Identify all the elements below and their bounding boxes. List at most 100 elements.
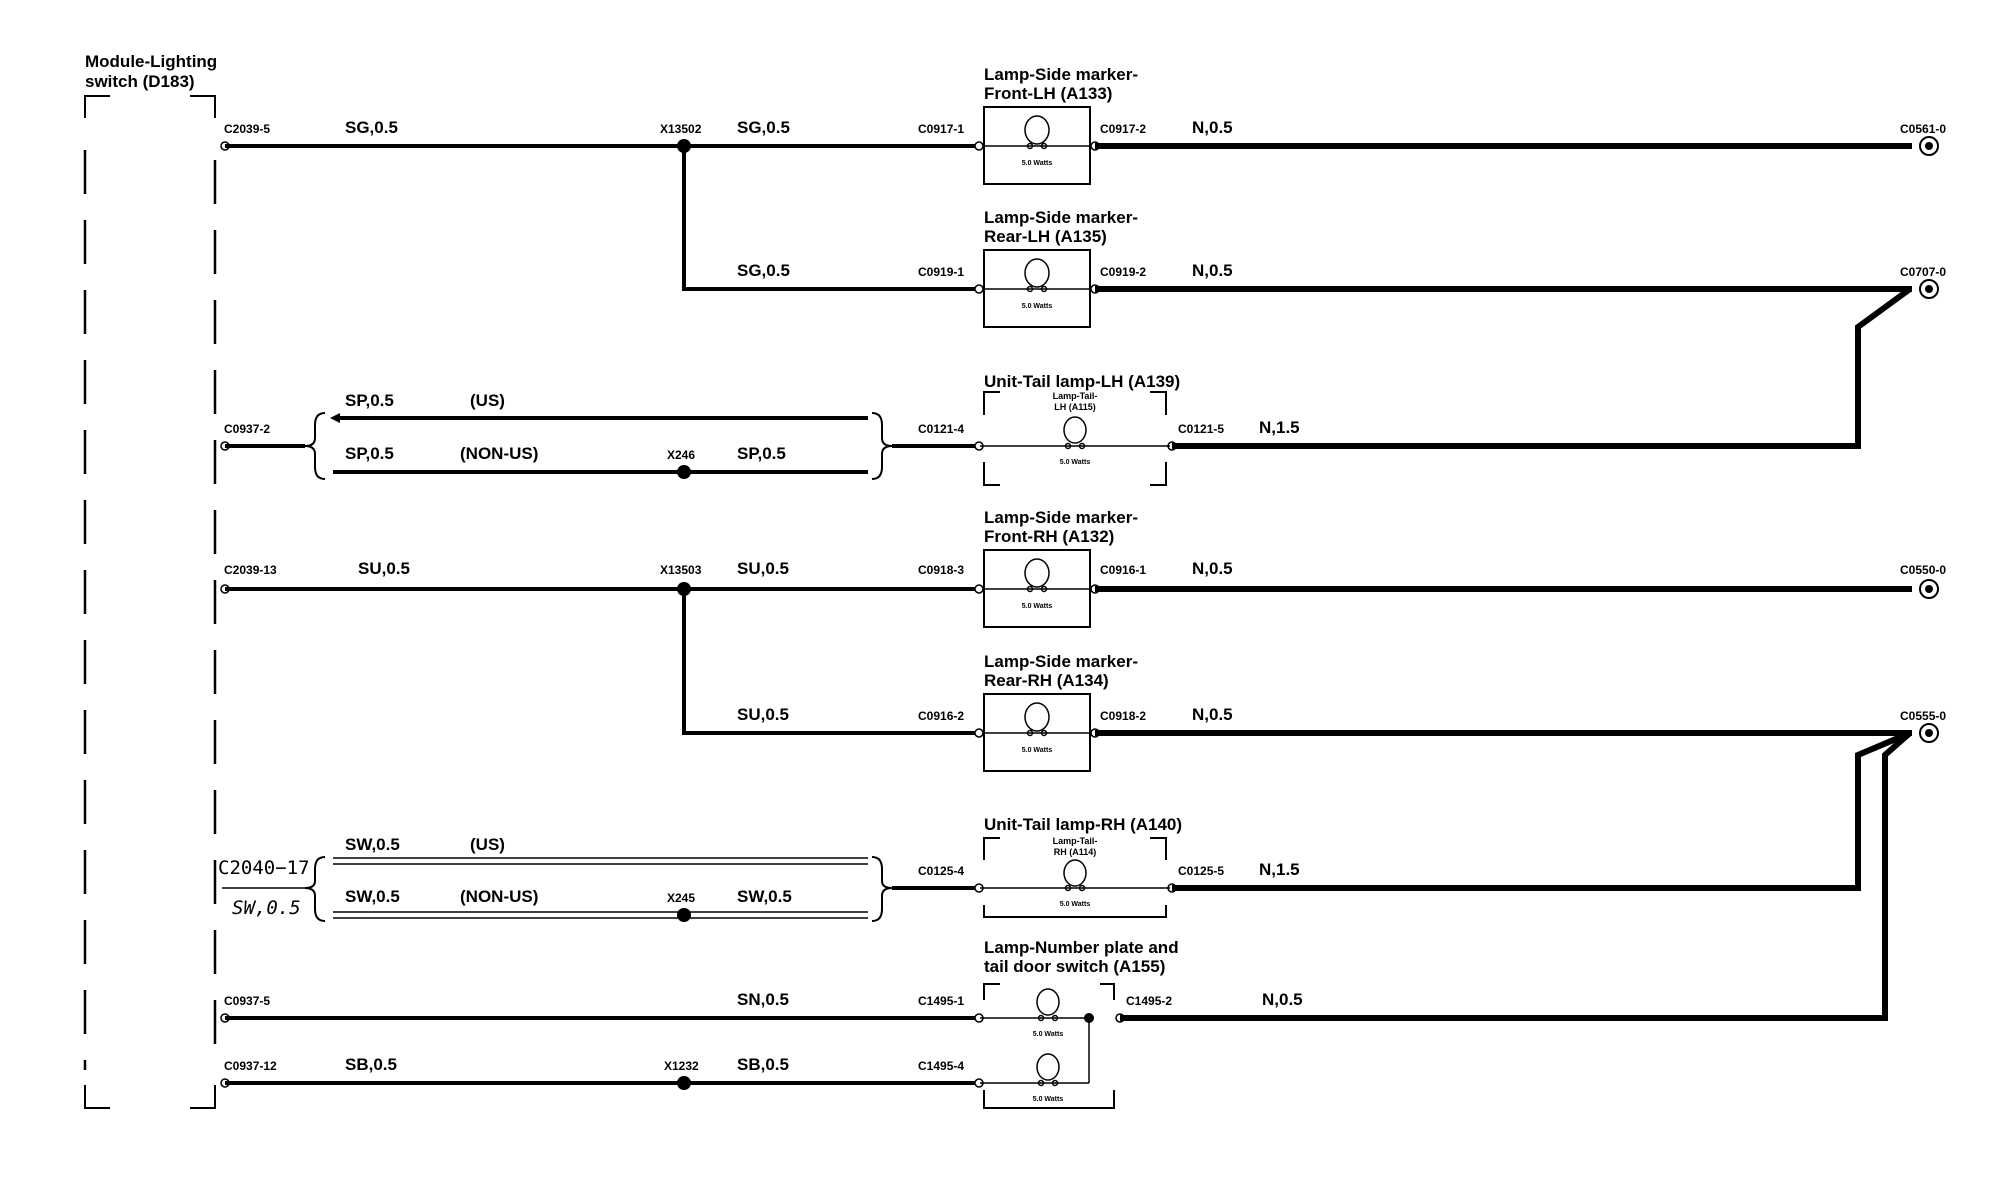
lamp-watts: 5.0 Watts: [1022, 303, 1053, 310]
module-title-line2: switch (D183): [85, 72, 195, 91]
ground-symbol-icon: [1919, 279, 1939, 299]
connector-label: C0555-0: [1900, 709, 1946, 723]
circuit-a132: C2039-13 SU,0.5 X13503 SU,0.5 C0918-3 La…: [224, 508, 1946, 628]
component-label-line1: Lamp-Side marker-: [984, 652, 1138, 671]
connector-label: C0121-5: [1178, 422, 1224, 436]
lamp-bulb-icon: [1036, 988, 1060, 1016]
ground-symbol-icon: [1919, 579, 1939, 599]
option-note: (NON-US): [460, 887, 538, 906]
lamp-bulb-icon: [1063, 859, 1087, 887]
ground-wire: [1120, 730, 1912, 1021]
lamp-watts: 5.0 Watts: [1022, 747, 1053, 754]
lamp-bulb-icon: [1036, 1053, 1060, 1081]
component-label-line1: Lamp-Side marker-: [984, 508, 1138, 527]
connector-label: C0918-2: [1100, 709, 1146, 723]
wire-label: SU,0.5: [358, 559, 410, 578]
wire-label: SG,0.5: [737, 261, 790, 280]
module-lighting-switch: Module-Lighting switch (D183): [83, 52, 217, 1109]
ground-symbol-icon: [1919, 723, 1939, 743]
wire-label: SP,0.5: [345, 391, 394, 410]
circuit-a134: SU,0.5 C0916-2 Lamp-Side marker- Rear-RH…: [682, 589, 1946, 772]
wire-label: SG,0.5: [345, 118, 398, 137]
ground-wire: [1172, 286, 1912, 449]
wire-label: SW,0.5: [345, 887, 400, 906]
ground-wire: [1172, 730, 1912, 891]
wire-label: N,0.5: [1262, 990, 1303, 1009]
wire-label: N,1.5: [1259, 418, 1300, 437]
splice-dot: [677, 1076, 691, 1090]
option-brace: [304, 856, 326, 922]
inner-lamp-label-line2: RH (A114): [1054, 847, 1097, 857]
wire-label: N,0.5: [1192, 705, 1233, 724]
circuit-a155: Lamp-Number plate and tail door switch (…: [224, 730, 1912, 1109]
component-label-line2: Rear-RH (A134): [984, 671, 1109, 690]
lamp-bulb-icon: [1024, 558, 1050, 588]
wire-label: SN,0.5: [737, 990, 789, 1009]
connector-label: C2039-5: [224, 122, 270, 136]
option-brace: [871, 412, 893, 480]
connector-label: C1495-2: [1126, 994, 1172, 1008]
splice-label: X13502: [660, 122, 702, 136]
connector-label: C0918-3: [918, 563, 964, 577]
connector-label: C1495-4: [918, 1059, 964, 1073]
connector-label: C0561-0: [1900, 122, 1946, 136]
wire-label: SG,0.5: [737, 118, 790, 137]
component-label-line1: Unit-Tail lamp-RH (A140): [984, 815, 1182, 834]
component-label-line1: Unit-Tail lamp-LH (A139): [984, 372, 1180, 391]
wire-label: N,0.5: [1192, 261, 1233, 280]
lamp-watts: 5.0 Watts: [1033, 1031, 1064, 1038]
connector-label: C0125-5: [1178, 864, 1224, 878]
splice-label: X13503: [660, 563, 702, 577]
wire-label: N,0.5: [1192, 118, 1233, 137]
connector-label: C0121-4: [918, 422, 964, 436]
connector-label: C0916-2: [918, 709, 964, 723]
splice-label: X245: [667, 891, 695, 905]
component-label-line1: Lamp-Number plate and: [984, 938, 1179, 957]
connector-label: C0919-1: [918, 265, 964, 279]
option-brace: [871, 856, 893, 922]
circuit-a140: C2040−17 SW,0.5 SW,0.5 (US) SW,0.5 (NON-…: [218, 730, 1912, 922]
option-note: (US): [470, 391, 505, 410]
lamp-watts: 5.0 Watts: [1060, 459, 1091, 466]
lamp-bulb-icon: [1024, 258, 1050, 288]
inner-lamp-label-line2: LH (A115): [1054, 402, 1096, 412]
connector-label: C0916-1: [1100, 563, 1146, 577]
wire-label: SW,0.5: [345, 835, 400, 854]
connector-label: C0919-2: [1100, 265, 1146, 279]
connector-label: C0937-2: [224, 422, 270, 436]
component-label-line1: Lamp-Side marker-: [984, 65, 1138, 84]
wire: [682, 146, 975, 291]
wire-label: SB,0.5: [737, 1055, 789, 1074]
module-title-line1: Module-Lighting: [85, 52, 217, 71]
component-label-line2: Front-LH (A133): [984, 84, 1112, 103]
connector-label: C0917-1: [918, 122, 964, 136]
wire-label: SW,0.5: [737, 887, 792, 906]
lamp-watts: 5.0 Watts: [1060, 901, 1091, 908]
circuit-a133: C2039-5 SG,0.5 X13502 SG,0.5 C0917-1 Lam…: [224, 65, 1946, 185]
wire-label: SP,0.5: [737, 444, 786, 463]
splice-label: X246: [667, 448, 695, 462]
lamp-bulb-icon: [1024, 115, 1050, 145]
connector-label: C0937-5: [224, 994, 270, 1008]
wire-label: N,0.5: [1192, 559, 1233, 578]
connector-label: C0917-2: [1100, 122, 1146, 136]
component-label-line1: Lamp-Side marker-: [984, 208, 1138, 227]
lamp-watts: 5.0 Watts: [1022, 160, 1053, 167]
wire-label: SU,0.5: [737, 705, 789, 724]
connector-label: C0550-0: [1900, 563, 1946, 577]
connector-label: C0125-4: [918, 864, 964, 878]
terminal-symbols: [220, 141, 1177, 1088]
inner-lamp-label-line1: Lamp-Tail-: [1053, 836, 1098, 846]
splice-dot: [677, 908, 691, 922]
connector-label: C0937-12: [224, 1059, 277, 1073]
lamp-watts: 5.0 Watts: [1022, 603, 1053, 610]
connector-label: C2039-13: [224, 563, 277, 577]
wire-label: SU,0.5: [737, 559, 789, 578]
lamp-watts: 5.0 Watts: [1033, 1096, 1064, 1103]
inner-lamp-label-line1: Lamp-Tail-: [1053, 391, 1098, 401]
option-brace: [304, 412, 326, 480]
connector-label: C1495-1: [918, 994, 964, 1008]
option-note: (US): [470, 835, 505, 854]
